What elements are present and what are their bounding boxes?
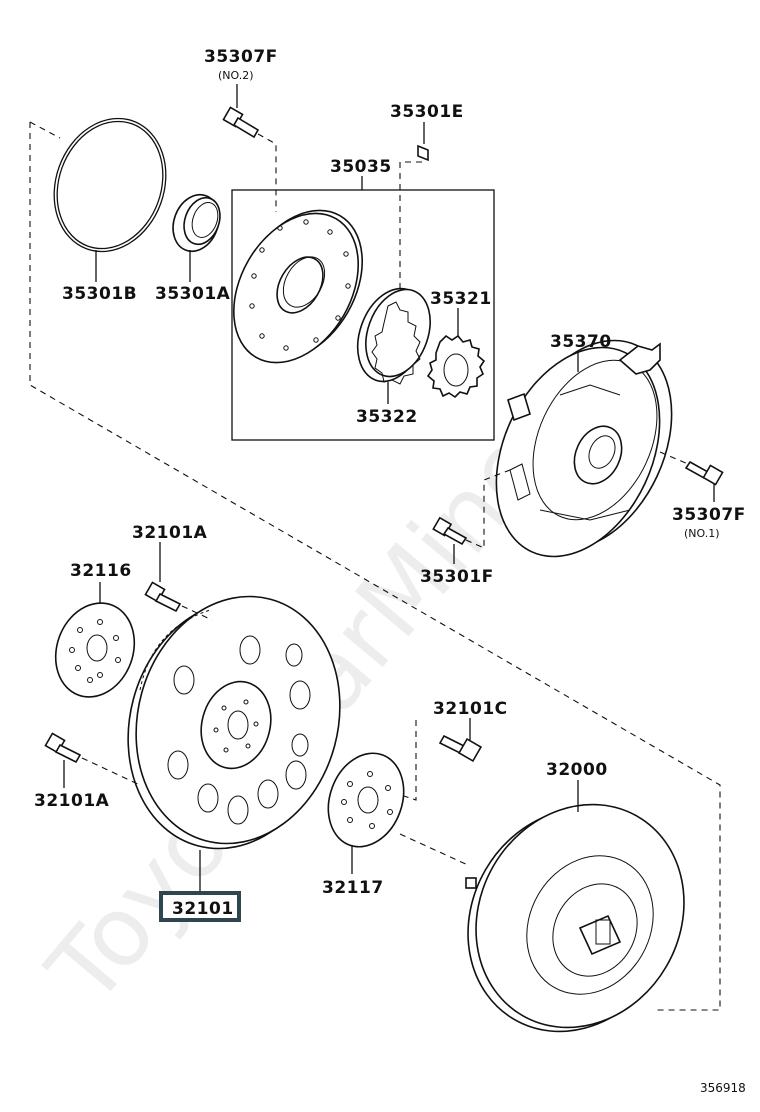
figure-number: 356918 [700, 1081, 746, 1095]
label-32101C[interactable]: 32101C [433, 699, 508, 719]
note-35307F-top: (NO.2) [218, 69, 254, 82]
label-32000[interactable]: 32000 [546, 760, 608, 780]
label-35301A[interactable]: 35301A [155, 284, 231, 304]
pin-35301E[interactable] [417, 144, 429, 162]
label-35321[interactable]: 35321 [430, 289, 492, 309]
label-35322[interactable]: 35322 [356, 407, 418, 427]
label-32117[interactable]: 32117 [322, 878, 384, 898]
dash-35301E [399, 161, 422, 290]
label-32101[interactable]: 32101 [172, 899, 234, 919]
dash-32101C [403, 720, 417, 801]
bolt-35307F-no1[interactable] [684, 460, 724, 486]
label-35035[interactable]: 35035 [330, 157, 392, 177]
driven-gear-35322[interactable] [346, 279, 442, 391]
drive-plate-32101[interactable] [101, 573, 367, 871]
bolt-35307F-no2[interactable] [222, 106, 260, 139]
bolt-32101A-left[interactable] [44, 732, 82, 764]
bolt-32101C[interactable] [438, 734, 483, 763]
o-ring-35301B[interactable] [36, 103, 184, 268]
torque-converter-32000[interactable] [428, 766, 724, 1069]
oil-seal-35301A[interactable] [165, 188, 226, 258]
dash-35301F [465, 469, 511, 549]
label-35301B[interactable]: 35301B [62, 284, 137, 304]
plate-32117[interactable] [316, 743, 416, 858]
pump-body-35035[interactable] [208, 188, 387, 385]
label-35301E[interactable]: 35301E [390, 102, 464, 122]
dash-32101A-top [181, 605, 213, 621]
label-35370[interactable]: 35370 [550, 332, 612, 352]
assembly-outline-top [29, 121, 61, 139]
dash-35307F-right [659, 451, 689, 465]
bolt-32101A-top[interactable] [144, 581, 182, 613]
label-35307F-right[interactable]: 35307F [672, 505, 746, 525]
dash-35307F-top [257, 133, 277, 212]
assembly-outline-left [29, 122, 721, 1011]
label-32101A-left[interactable]: 32101A [34, 791, 110, 811]
label-35307F-top[interactable]: 35307F [204, 47, 278, 67]
label-32101A-top[interactable]: 32101A [132, 523, 208, 543]
dash-32117 [399, 833, 471, 867]
stator-shaft-35370[interactable] [464, 314, 703, 583]
pump-body-group-box [231, 189, 495, 441]
plate-32116[interactable] [43, 592, 147, 708]
bolt-35301F[interactable] [432, 516, 468, 546]
note-35307F-right: (NO.1) [684, 527, 720, 540]
drive-gear-35321[interactable] [426, 334, 486, 399]
label-35301F[interactable]: 35301F [420, 567, 494, 587]
label-32116[interactable]: 32116 [70, 561, 132, 581]
highlight-box-32101[interactable] [159, 891, 241, 922]
